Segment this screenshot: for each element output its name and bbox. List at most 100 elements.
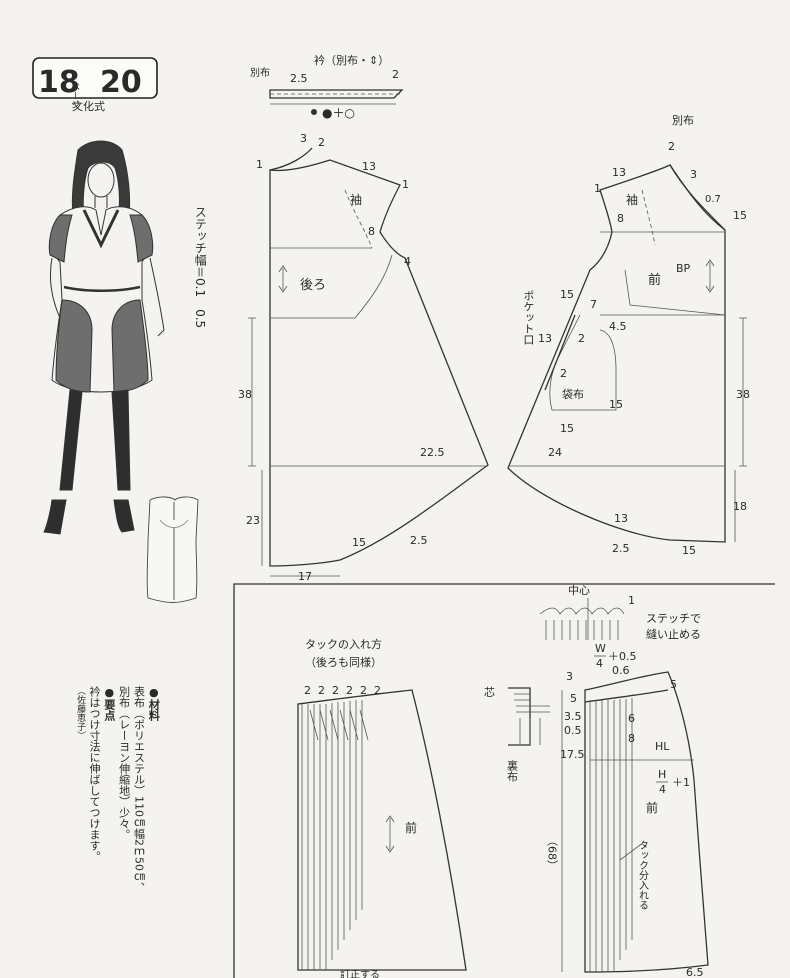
collar-mark: ●＋○ bbox=[322, 106, 355, 120]
skirt-m05: 0.5 bbox=[564, 724, 582, 737]
back-m1b: 1 bbox=[402, 178, 409, 191]
pocket-m13: 13 bbox=[538, 332, 552, 345]
model-illustration bbox=[43, 140, 165, 535]
collar-width-right: 2 bbox=[392, 68, 399, 81]
back-m15: 15 bbox=[352, 536, 366, 549]
skirt-m6: 6 bbox=[628, 712, 635, 725]
w-formula-plus: ＋0.5 bbox=[608, 650, 637, 663]
skirt-section-frame bbox=[233, 583, 775, 978]
tuck-subtitle: （後ろも同様） bbox=[305, 655, 382, 669]
materials-heading: ●材料 bbox=[147, 686, 161, 721]
tuck-mark-1: 2 bbox=[304, 684, 311, 697]
back-m4: 4 bbox=[404, 255, 411, 268]
skirt-m175: 17.5 bbox=[560, 748, 585, 761]
pocket-m15b: 15 bbox=[609, 398, 623, 411]
back-m13: 13 bbox=[362, 160, 376, 173]
pocket-m15: 15 bbox=[560, 288, 574, 301]
pocket-m45: 4.5 bbox=[609, 320, 627, 333]
skirt-m3: 3 bbox=[566, 670, 573, 683]
stitch-note-2: 縫い止める bbox=[646, 627, 701, 641]
front-m38: 38 bbox=[736, 388, 750, 401]
tuck-mark-5: 2 bbox=[360, 684, 367, 697]
tuck-note: タック分入れる bbox=[637, 840, 649, 910]
back-sleeve-label: 袖 bbox=[350, 192, 362, 207]
w-formula-n: W bbox=[595, 642, 606, 655]
back-bodice-piece: 後ろ 袖 1 3 2 13 1 8 4 38 22.5 23 15 2.5 17 bbox=[238, 132, 489, 583]
front-m25: 2.5 bbox=[612, 542, 630, 555]
stitch-note-1: ステッチで bbox=[646, 612, 701, 625]
pocket-bag-label: 袋布 bbox=[562, 387, 584, 401]
front-m07: 0.7 bbox=[705, 194, 721, 205]
skirt-front-label: 前 bbox=[646, 800, 658, 815]
interfacing-label: 芯 bbox=[484, 685, 495, 699]
materials-line-2: 別布（レーヨン伸縮地）少々。 bbox=[117, 686, 131, 840]
front-bodice-piece: 前 袖 BP 別布 13 2 1 0.7 15 8 3 38 24 18 13 … bbox=[507, 114, 750, 557]
page-number: 18 bbox=[38, 65, 80, 100]
skirt-m65: 6.5 bbox=[686, 966, 704, 978]
stitch-detail: 中心 1 ステッチで 縫い止める bbox=[539, 584, 701, 641]
pocket-m2b: 2 bbox=[560, 367, 567, 380]
tuck-mark-3: 2 bbox=[332, 684, 339, 697]
skirt-length: （68） bbox=[546, 835, 559, 871]
back-m2: 2 bbox=[318, 136, 325, 149]
back-view-sketch bbox=[146, 496, 199, 603]
tuck-hem-note: 訂正する bbox=[340, 968, 380, 978]
page-reference-box: 18 ページ 20 文化式 bbox=[32, 57, 158, 113]
stitch-width-values: 0.1 0.5 bbox=[193, 278, 208, 329]
back-m17: 17 bbox=[298, 570, 312, 583]
materials-line-1: 表布（ポリエステル）110㎝幅2ｍ50㎝、 bbox=[132, 686, 146, 893]
skirt-m06: 0.6 bbox=[612, 664, 630, 677]
center-label: 中心 bbox=[568, 584, 590, 597]
h-formula-n: H bbox=[658, 768, 666, 781]
lining-label: 裏布 bbox=[506, 759, 519, 783]
top-mark-1: 1 bbox=[628, 594, 635, 607]
front-bias-label: 別布 bbox=[672, 114, 694, 127]
back-m25: 2.5 bbox=[410, 534, 428, 547]
tuck-title: タックの入れ方 bbox=[305, 637, 382, 651]
front-label: 前 bbox=[648, 272, 661, 288]
stitch-width-label: ステッチ幅＝ bbox=[193, 206, 208, 279]
points-line: 衿はつけ寸法に伸ばしてつけます。 bbox=[87, 686, 101, 862]
hl-label: HL bbox=[655, 740, 670, 753]
collar-title: 衿（別布・⇕） bbox=[314, 53, 389, 67]
front-m15: 15 bbox=[733, 209, 747, 222]
pocket-m2: 2 bbox=[578, 332, 585, 345]
tuck-mark-4: 2 bbox=[346, 684, 353, 697]
skirt-m5b: 5 bbox=[670, 678, 677, 691]
front-m3: 3 bbox=[690, 168, 697, 181]
back-m8: 8 bbox=[368, 225, 375, 238]
page-kana: ページ bbox=[69, 82, 80, 109]
pocket-opening-label: ポケット口 bbox=[521, 290, 535, 345]
front-m8: 8 bbox=[617, 212, 624, 225]
front-m15b: 15 bbox=[682, 544, 696, 557]
collar-piece: 衿（別布・⇕） 2.5 2 ●＋○ 別布 bbox=[250, 53, 404, 120]
front-m18: 18 bbox=[733, 500, 747, 513]
collar-bias-label: 別布 bbox=[250, 67, 270, 79]
pattern-number: 20 bbox=[100, 65, 142, 100]
pocket-m15c: 15 bbox=[560, 422, 574, 435]
front-m13b: 13 bbox=[614, 512, 628, 525]
back-m225: 22.5 bbox=[420, 446, 445, 459]
skirt-m5: 5 bbox=[570, 692, 577, 705]
back-m23: 23 bbox=[246, 514, 260, 527]
credit: （佐藤恵子） bbox=[75, 686, 86, 740]
back-m38: 38 bbox=[238, 388, 252, 401]
w-formula-d: 4 bbox=[596, 657, 603, 670]
front-m24: 24 bbox=[548, 446, 562, 459]
collar-width: 2.5 bbox=[290, 72, 308, 85]
skirt-m35: 3.5 bbox=[564, 710, 582, 723]
back-m1: 1 bbox=[256, 158, 263, 171]
back-m3: 3 bbox=[300, 132, 307, 145]
tuck-diagram: タックの入れ方 （後ろも同様） 2 2 2 2 2 2 前 訂正する bbox=[297, 637, 467, 978]
materials-block: ●材料 表布（ポリエステル）110㎝幅2ｍ50㎝、 別布（レーヨン伸縮地）少々。… bbox=[74, 686, 160, 956]
tuck-front-label: 前 bbox=[405, 820, 417, 835]
front-m13: 13 bbox=[612, 166, 626, 179]
stitch-width-note: ステッチ幅＝0.1 0.5 bbox=[192, 206, 208, 376]
tuck-mark-6: 2 bbox=[374, 684, 381, 697]
h-formula-plus: ＋1 bbox=[672, 776, 690, 789]
skirt-m8: 8 bbox=[628, 732, 635, 745]
tuck-mark-2: 2 bbox=[318, 684, 325, 697]
front-sleeve-label: 袖 bbox=[626, 192, 638, 207]
